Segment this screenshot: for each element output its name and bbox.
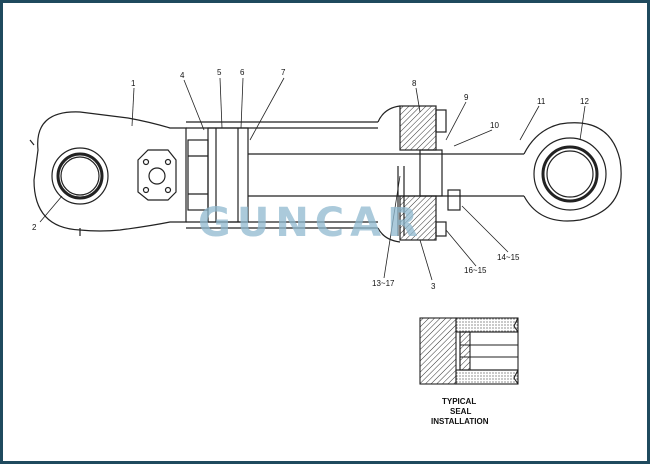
caption-line: SEAL xyxy=(450,407,471,416)
watermark-text: GUNCAR xyxy=(198,200,424,246)
callout-label: 8 xyxy=(412,79,417,88)
front-eye xyxy=(523,122,622,222)
callout-label: 7 xyxy=(281,68,286,77)
caption-line: INSTALLATION xyxy=(431,417,489,426)
rear-eye xyxy=(29,111,187,236)
callout-label: 10 xyxy=(490,121,499,130)
piston xyxy=(187,127,249,223)
callout-label: 14~15 xyxy=(497,253,520,262)
callout-label: 3 xyxy=(431,282,436,291)
seal-detail xyxy=(419,317,519,385)
callout-label: 6 xyxy=(240,68,245,77)
caption-line: TYPICAL xyxy=(442,397,476,406)
port-block xyxy=(137,149,177,201)
callout-label: 4 xyxy=(180,71,185,80)
callout-label: 12 xyxy=(580,97,589,106)
callout-label: 2 xyxy=(32,223,37,232)
callout-labels: 1 2 3 4 5 6 7 8 9 10 11 12 13~17 14~15 1… xyxy=(32,68,589,291)
callout-label: 13~17 xyxy=(372,279,395,288)
callout-label: 1 xyxy=(131,79,136,88)
callout-label: 16~15 xyxy=(464,266,487,275)
leader-lines xyxy=(39,77,586,281)
callout-label: 11 xyxy=(537,97,546,106)
callout-label: 5 xyxy=(217,68,222,77)
head-gland xyxy=(397,105,461,241)
piston-rod xyxy=(248,153,524,197)
callout-label: 9 xyxy=(464,93,469,102)
